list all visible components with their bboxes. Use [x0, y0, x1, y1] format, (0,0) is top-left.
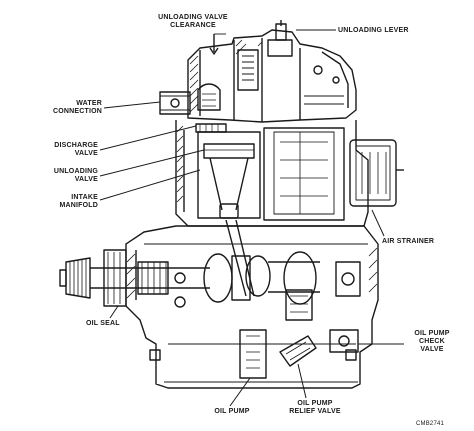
cylinder-block: [175, 120, 369, 227]
cylinder-head: [187, 20, 357, 123]
label-line: CONNECTION: [52, 108, 102, 115]
label-line: DISCHARGE: [54, 142, 98, 149]
label-line: CHECK: [419, 338, 445, 345]
oil-pump-assembly: [239, 329, 359, 379]
label-line: OIL PUMP: [297, 400, 333, 407]
label-oil-pump: OIL PUMP: [202, 408, 262, 416]
label-line: UNLOADING VALVE: [158, 14, 228, 21]
label-line: UNLOADING: [53, 168, 98, 175]
label-discharge-valve: DISCHARGE VALVE: [40, 142, 98, 158]
oil-pump-pointer: [229, 377, 251, 407]
label-text: OIL PUMP: [214, 408, 250, 415]
label-oil-pump-check-valve: OIL PUMP CHECK VALVE: [404, 330, 460, 354]
label-line: WATER: [76, 100, 102, 107]
label-text: AIR STRAINER: [382, 238, 435, 245]
label-line: RELIEF VALVE: [289, 408, 341, 415]
figure-code: CMB2741: [416, 420, 444, 428]
label-unloading-valve-clearance: UNLOADING VALVE CLEARANCE: [148, 14, 238, 30]
oil-pump-relief-valve-pointer: [297, 363, 307, 399]
intake-manifold-pointer: [99, 169, 201, 201]
label-text: UNLOADING LEVER: [338, 27, 409, 34]
label-line: OIL PUMP: [414, 330, 450, 337]
label-unloading-valve: UNLOADING VALVE: [40, 168, 98, 184]
unloading-valve-clearance-pointer: [209, 33, 226, 55]
label-oil-seal: OIL SEAL: [86, 320, 120, 328]
unloading-valve-pointer: [99, 149, 205, 177]
label-oil-pump-relief-valve: OIL PUMP RELIEF VALVE: [280, 400, 350, 416]
water-connection: [159, 83, 221, 115]
water-connection-pointer: [103, 101, 161, 109]
label-line: CLEARANCE: [170, 22, 216, 29]
label-line: VALVE: [74, 176, 98, 183]
label-water-connection: WATER CONNECTION: [40, 100, 102, 116]
crankcase: [90, 219, 379, 389]
label-line: MANIFOLD: [59, 202, 98, 209]
air-strainer: [349, 139, 404, 237]
label-text: OIL SEAL: [86, 320, 120, 327]
discharge-valve-pointer: [99, 125, 197, 151]
label-line: VALVE: [74, 150, 98, 157]
label-air-strainer: AIR STRAINER: [382, 238, 434, 246]
label-text: CMB2741: [416, 421, 445, 427]
label-line: INTAKE: [71, 194, 98, 201]
label-intake-manifold: INTAKE MANIFOLD: [40, 194, 98, 210]
label-unloading-lever: UNLOADING LEVER: [338, 27, 409, 35]
drive-shaft-end: [59, 249, 127, 307]
label-line: VALVE: [420, 346, 444, 353]
oil-seal-pointer: [109, 305, 119, 319]
